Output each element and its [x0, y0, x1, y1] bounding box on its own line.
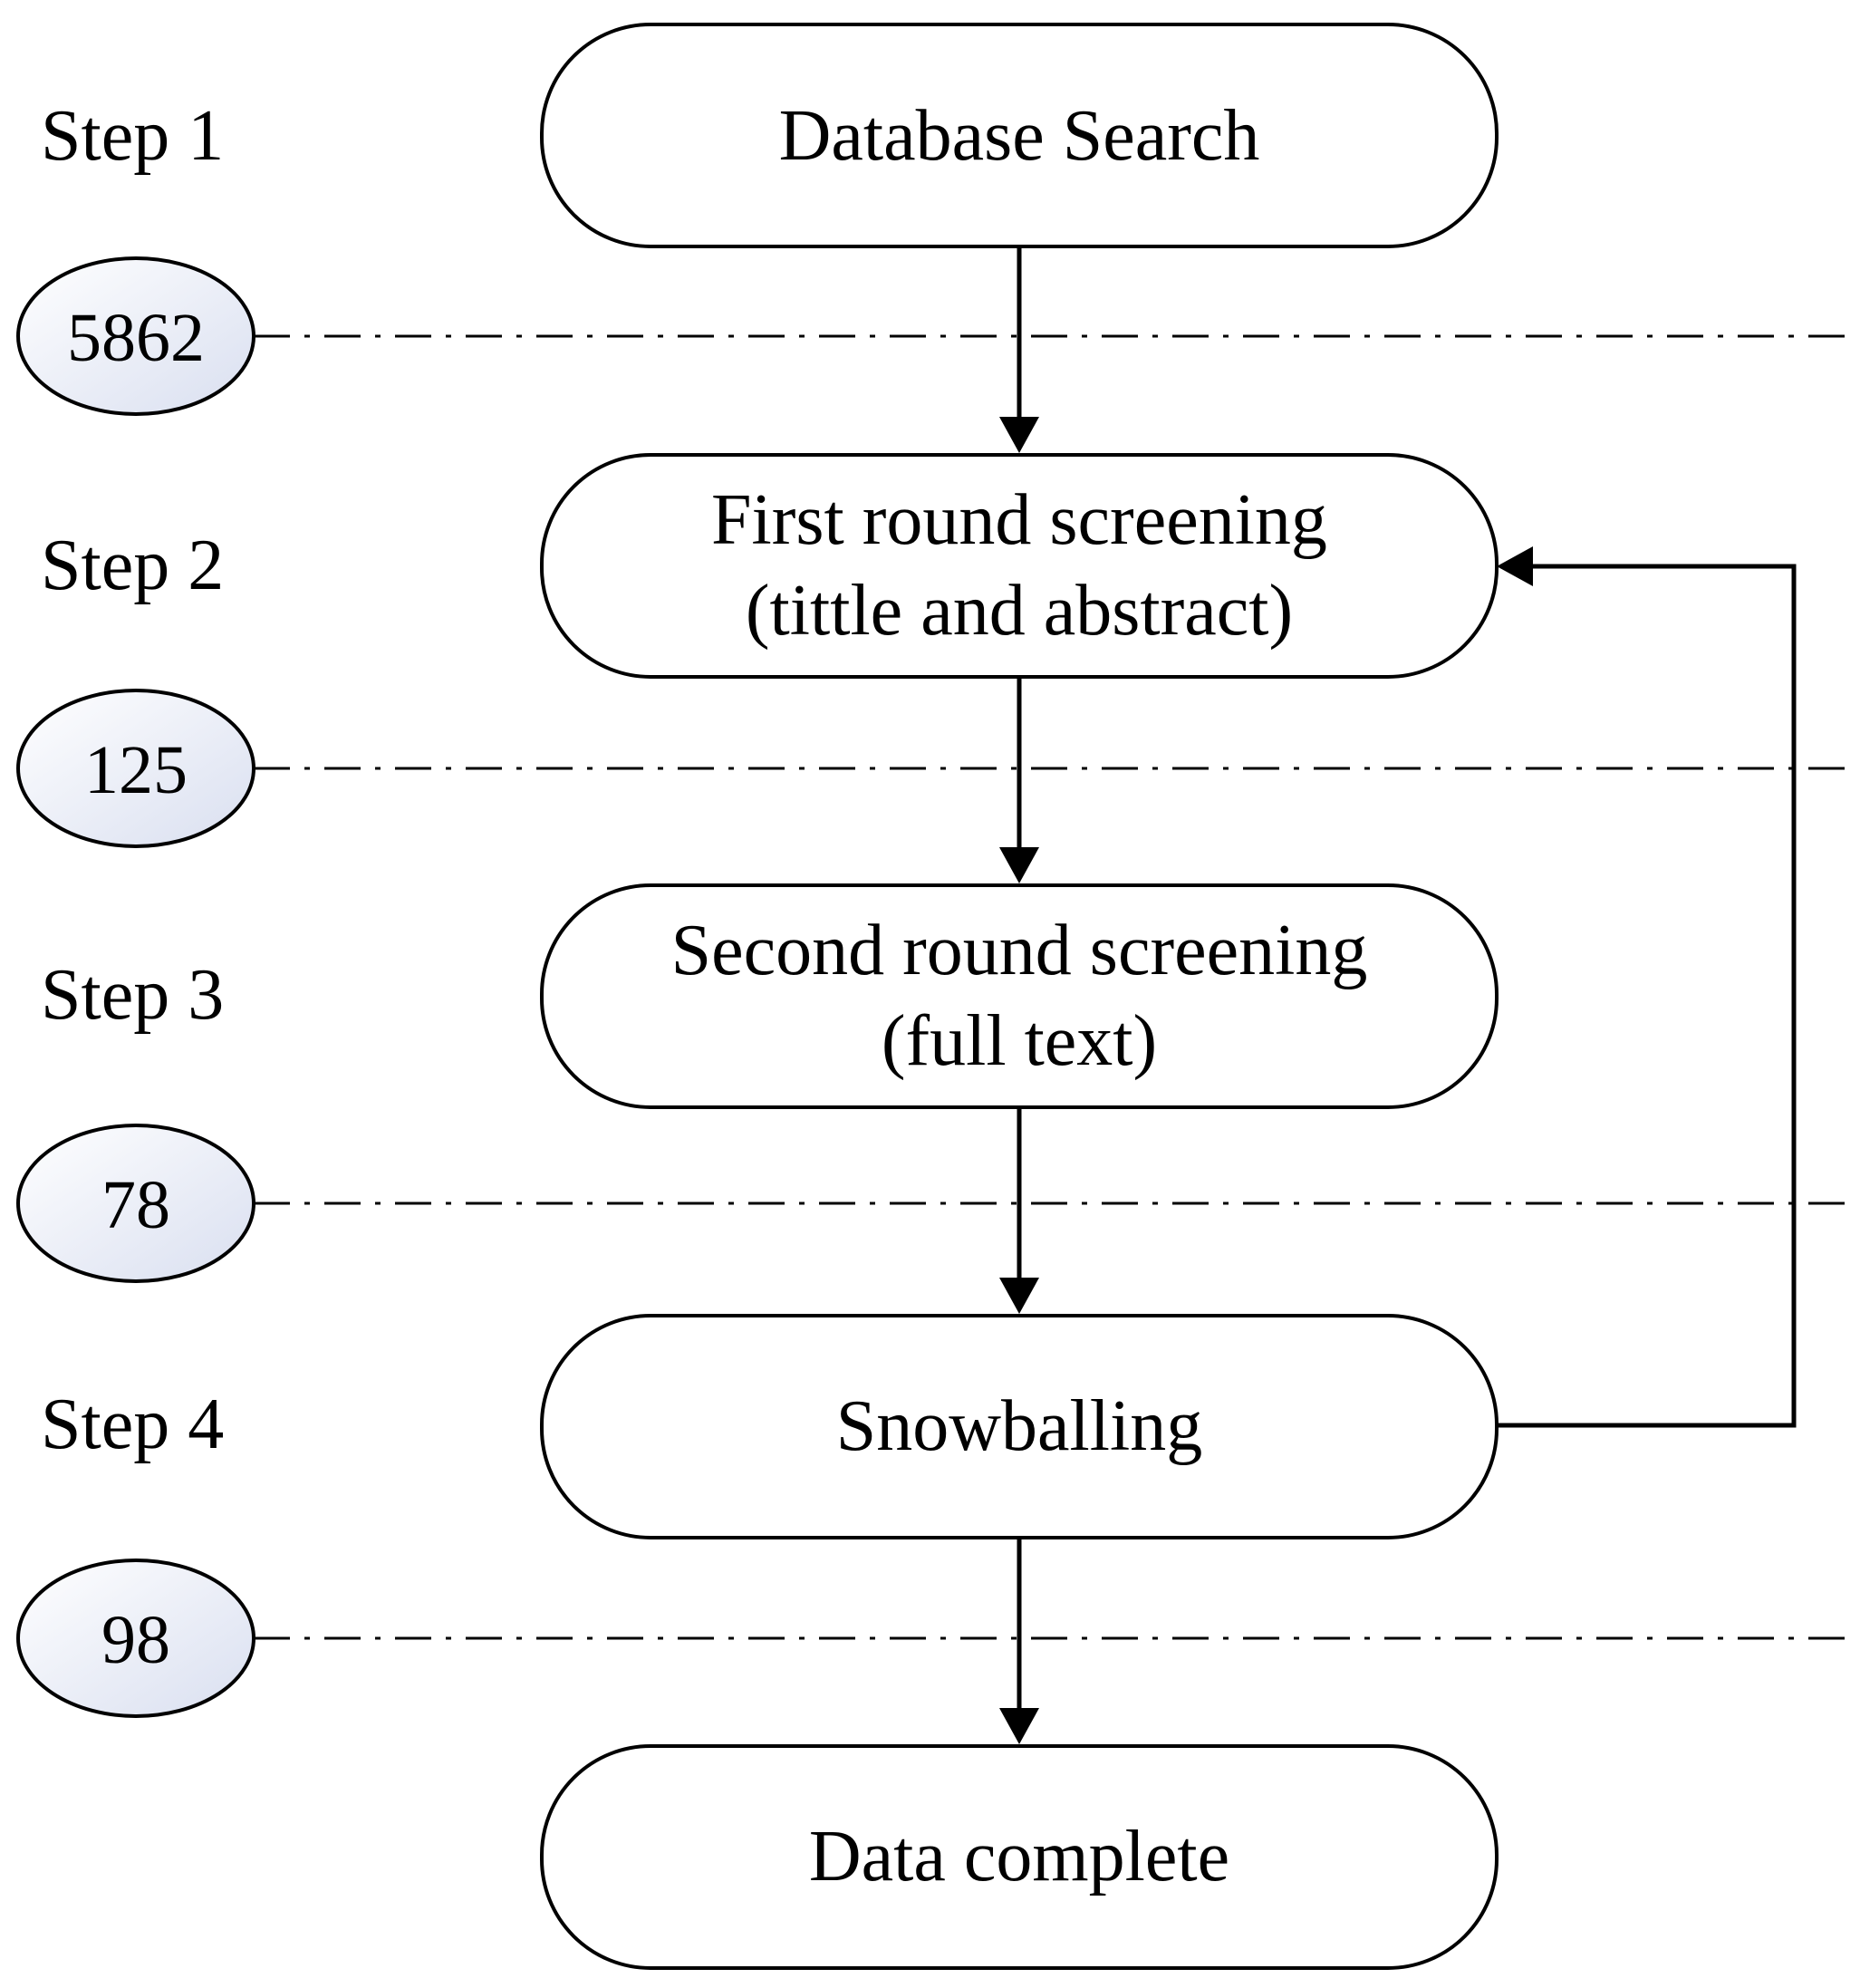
process-box-data-complete: Data complete	[540, 1744, 1499, 1970]
count-badge-4: 98	[16, 1559, 255, 1718]
process-box-second-round-screening: Second round screening (full text)	[540, 883, 1499, 1109]
count-value-2: 125	[84, 732, 188, 808]
process-box-first-round-screening: First round screening (tittle and abstra…	[540, 453, 1499, 679]
arrowhead-down-2	[999, 847, 1039, 883]
process-box-3-line-1: Second round screening	[671, 911, 1368, 990]
step-label-2: Step 2	[41, 526, 224, 605]
arrowhead-down-4	[999, 1708, 1039, 1744]
count-ellipse-2	[16, 689, 255, 848]
count-badge-3: 78	[16, 1124, 255, 1283]
count-value-3: 78	[101, 1167, 170, 1243]
process-box-database-search: Database Search	[540, 23, 1499, 248]
process-box-5-line-1: Data complete	[809, 1817, 1229, 1896]
step-label-1: Step 1	[41, 96, 224, 176]
arrowhead-left-feedback	[1497, 546, 1533, 586]
process-box-3-line-2: (full text)	[882, 1001, 1157, 1081]
arrowhead-down-1	[999, 417, 1039, 453]
count-badge-2: 125	[16, 689, 255, 848]
count-ellipse-1	[16, 256, 255, 416]
step-label-4: Step 4	[41, 1385, 224, 1464]
feedback-loop-line	[1497, 564, 1797, 1428]
process-box-1-frame	[540, 23, 1499, 248]
process-box-snowballing: Snowballing	[540, 1314, 1499, 1539]
count-value-4: 98	[101, 1602, 170, 1678]
count-badge-1: 5862	[16, 256, 255, 416]
count-value-1: 5862	[67, 300, 205, 376]
process-box-4-line-1: Snowballing	[836, 1386, 1202, 1466]
step-label-3: Step 3	[41, 955, 224, 1035]
process-box-5-frame	[540, 1744, 1499, 1970]
process-box-1-line-1: Database Search	[779, 96, 1260, 176]
process-box-2-frame	[540, 453, 1499, 679]
process-box-3-frame	[540, 883, 1499, 1109]
count-ellipse-4	[16, 1559, 255, 1718]
arrowhead-down-3	[999, 1278, 1039, 1314]
process-box-2-line-2: (tittle and abstract)	[746, 571, 1293, 651]
count-ellipse-3	[16, 1124, 255, 1283]
process-box-2-line-1: First round screening	[711, 480, 1327, 560]
process-box-4-frame	[540, 1314, 1499, 1539]
